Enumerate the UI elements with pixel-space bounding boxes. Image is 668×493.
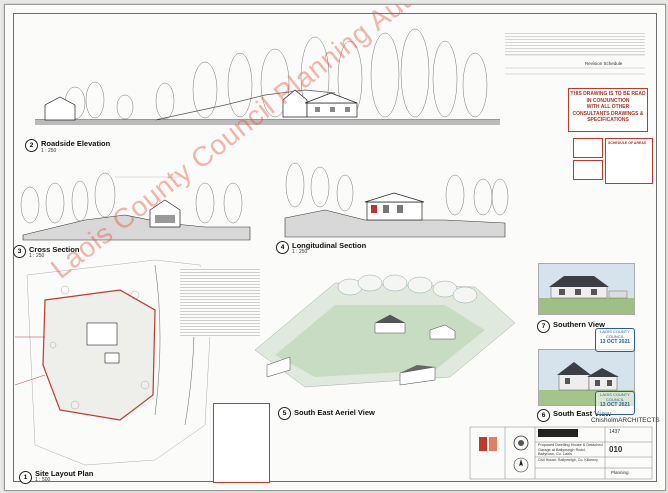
view-number: 3: [13, 245, 26, 258]
warning-line: WITH ALL OTHER CONSULTANTS DRAWINGS &: [572, 104, 644, 117]
council-stamp: LAOIS COUNTY COUNCIL 13 OCT 2021: [595, 328, 635, 352]
view-scale: 1 : 500: [35, 477, 51, 483]
view-number: 7: [537, 320, 550, 333]
warning-line: THIS DRAWING IS TO BE READ IN CONJUNCTIO…: [570, 91, 646, 104]
view-scale: 1 : 250: [29, 253, 45, 259]
schedule-title: SCHEDULE OF AREAS: [608, 141, 647, 145]
drawing-status: Planning: [611, 470, 629, 475]
roadside-elevation-drawing: [35, 28, 500, 125]
view-number: 5: [278, 407, 291, 420]
red-note-box-2: [573, 160, 603, 180]
view-number: 1: [19, 471, 32, 484]
logo-icon: [477, 433, 499, 455]
client-name: Civil House, Ballymeigh, Co. Kilkenny: [538, 458, 598, 462]
conjunction-warning: THIS DRAWING IS TO BE READ IN CONJUNCTIO…: [568, 88, 648, 132]
red-note-box: [573, 138, 603, 158]
stamp-date: 13 OCT 2021: [599, 339, 631, 345]
drawing-number: 010: [609, 445, 623, 454]
view-title-aerial: South East Aeriel View: [294, 408, 375, 417]
view-scale: 1 : 250: [292, 249, 308, 255]
crest-icon: [513, 435, 529, 451]
warning-line: SPECIFICATIONS: [587, 117, 629, 123]
stamp-date: 13 OCT 2021: [599, 402, 631, 408]
longitudinal-section-drawing: [284, 162, 509, 238]
revision-schedule-header: Revision Schedule: [585, 61, 623, 66]
stamp-text: LAOIS COUNTY COUNCIL: [600, 329, 630, 339]
southern-view-render: [538, 263, 635, 315]
view-number: 6: [537, 409, 550, 422]
view-number: 4: [276, 241, 289, 254]
view-scale: 1 : 250: [41, 148, 57, 154]
redacted-block: [538, 429, 578, 437]
council-stamp-2: LAOIS COUNTY COUNCIL 13 OCT 2021: [595, 391, 635, 415]
project-description: Proposed Dwelling House & Detached Garag…: [538, 443, 603, 456]
cross-section-drawing: [20, 172, 251, 241]
site-layout-plan-drawing: [14, 259, 211, 466]
architectural-drawings: [14, 28, 653, 480]
compass-icon: [513, 457, 529, 473]
view-title-roadside: Roadside Elevation: [41, 139, 111, 148]
site-notes: [180, 267, 260, 337]
title-block-grid: [469, 426, 653, 480]
job-number: 1437: [609, 429, 621, 435]
schedule-of-areas: SCHEDULE OF AREAS: [605, 138, 653, 184]
aerial-view-render: [254, 274, 516, 388]
view-title-southern: Southern View: [553, 320, 605, 329]
view-title-site: Site Layout Plan: [35, 469, 94, 478]
view-number: 2: [25, 139, 38, 152]
site-legend-box: [213, 403, 270, 483]
stamp-text: LAOIS COUNTY COUNCIL: [600, 392, 630, 402]
view-title-cross: Cross Section: [29, 245, 80, 254]
drawing-sheet: 2 Roadside Elevation 1 : 250 3 Cross Sec…: [4, 4, 666, 491]
firm-name: ChisholmARCHITECTS: [591, 417, 660, 424]
view-title-longitudinal: Longitudinal Section: [292, 241, 367, 250]
view-title-southeast: South East View: [553, 409, 612, 418]
general-notes: [505, 31, 645, 55]
